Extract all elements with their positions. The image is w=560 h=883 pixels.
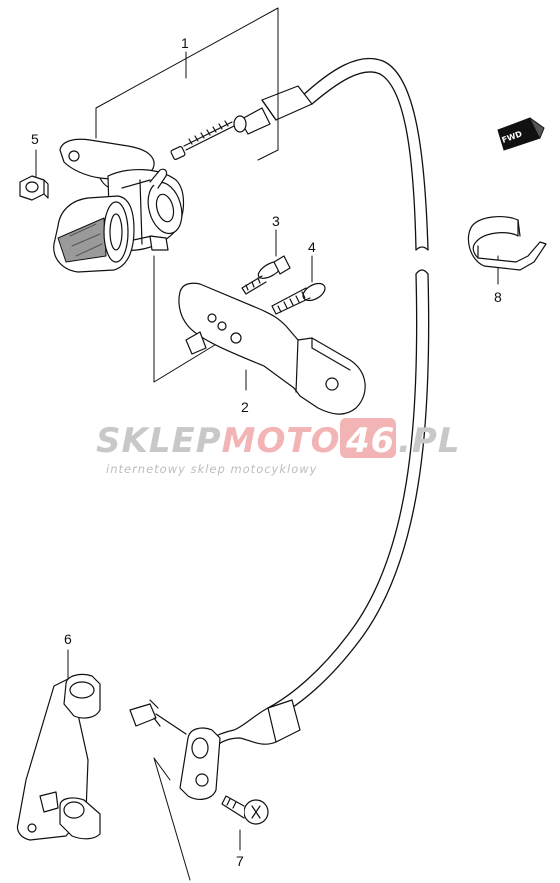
callout-2: 2	[241, 399, 249, 415]
watermark-number: 46	[345, 421, 395, 461]
throttle-cable	[170, 57, 430, 749]
fwd-direction-badge: FWD	[497, 117, 545, 151]
watermark-brand-part-1: SKLEP	[96, 421, 222, 461]
watermark-tagline: internetowy sklep motocyklowy	[106, 462, 317, 476]
bolt-3	[241, 255, 291, 295]
throttle-grip-housing	[53, 138, 185, 273]
bolt-4	[271, 282, 326, 315]
callout-8: 8	[494, 289, 502, 305]
callout-5: 5	[31, 131, 39, 147]
lower-bracket	[16, 673, 101, 841]
nut-5	[19, 175, 49, 201]
callout-3: 3	[272, 213, 280, 229]
lower-cable-fitting	[129, 699, 221, 800]
callout-7: 7	[236, 853, 244, 869]
cable-clamp	[467, 216, 547, 271]
watermark: SKLEPMOTO 46 .PL internetowy sklep motoc…	[96, 418, 461, 476]
screw-7	[221, 795, 269, 825]
watermark-domain: .PL	[398, 421, 461, 461]
watermark-number-box	[340, 418, 396, 458]
callout-6: 6	[64, 631, 72, 647]
cable-bracket	[178, 282, 366, 415]
watermark-brand-red: MOTO	[222, 421, 341, 461]
callout-1: 1	[181, 35, 189, 51]
callout-numbers: 1 2 3 4 5 6 7 8	[31, 35, 502, 869]
callout-4: 4	[308, 239, 316, 255]
svg-text:SKLEPMOTO: SKLEPMOTO	[96, 421, 341, 461]
